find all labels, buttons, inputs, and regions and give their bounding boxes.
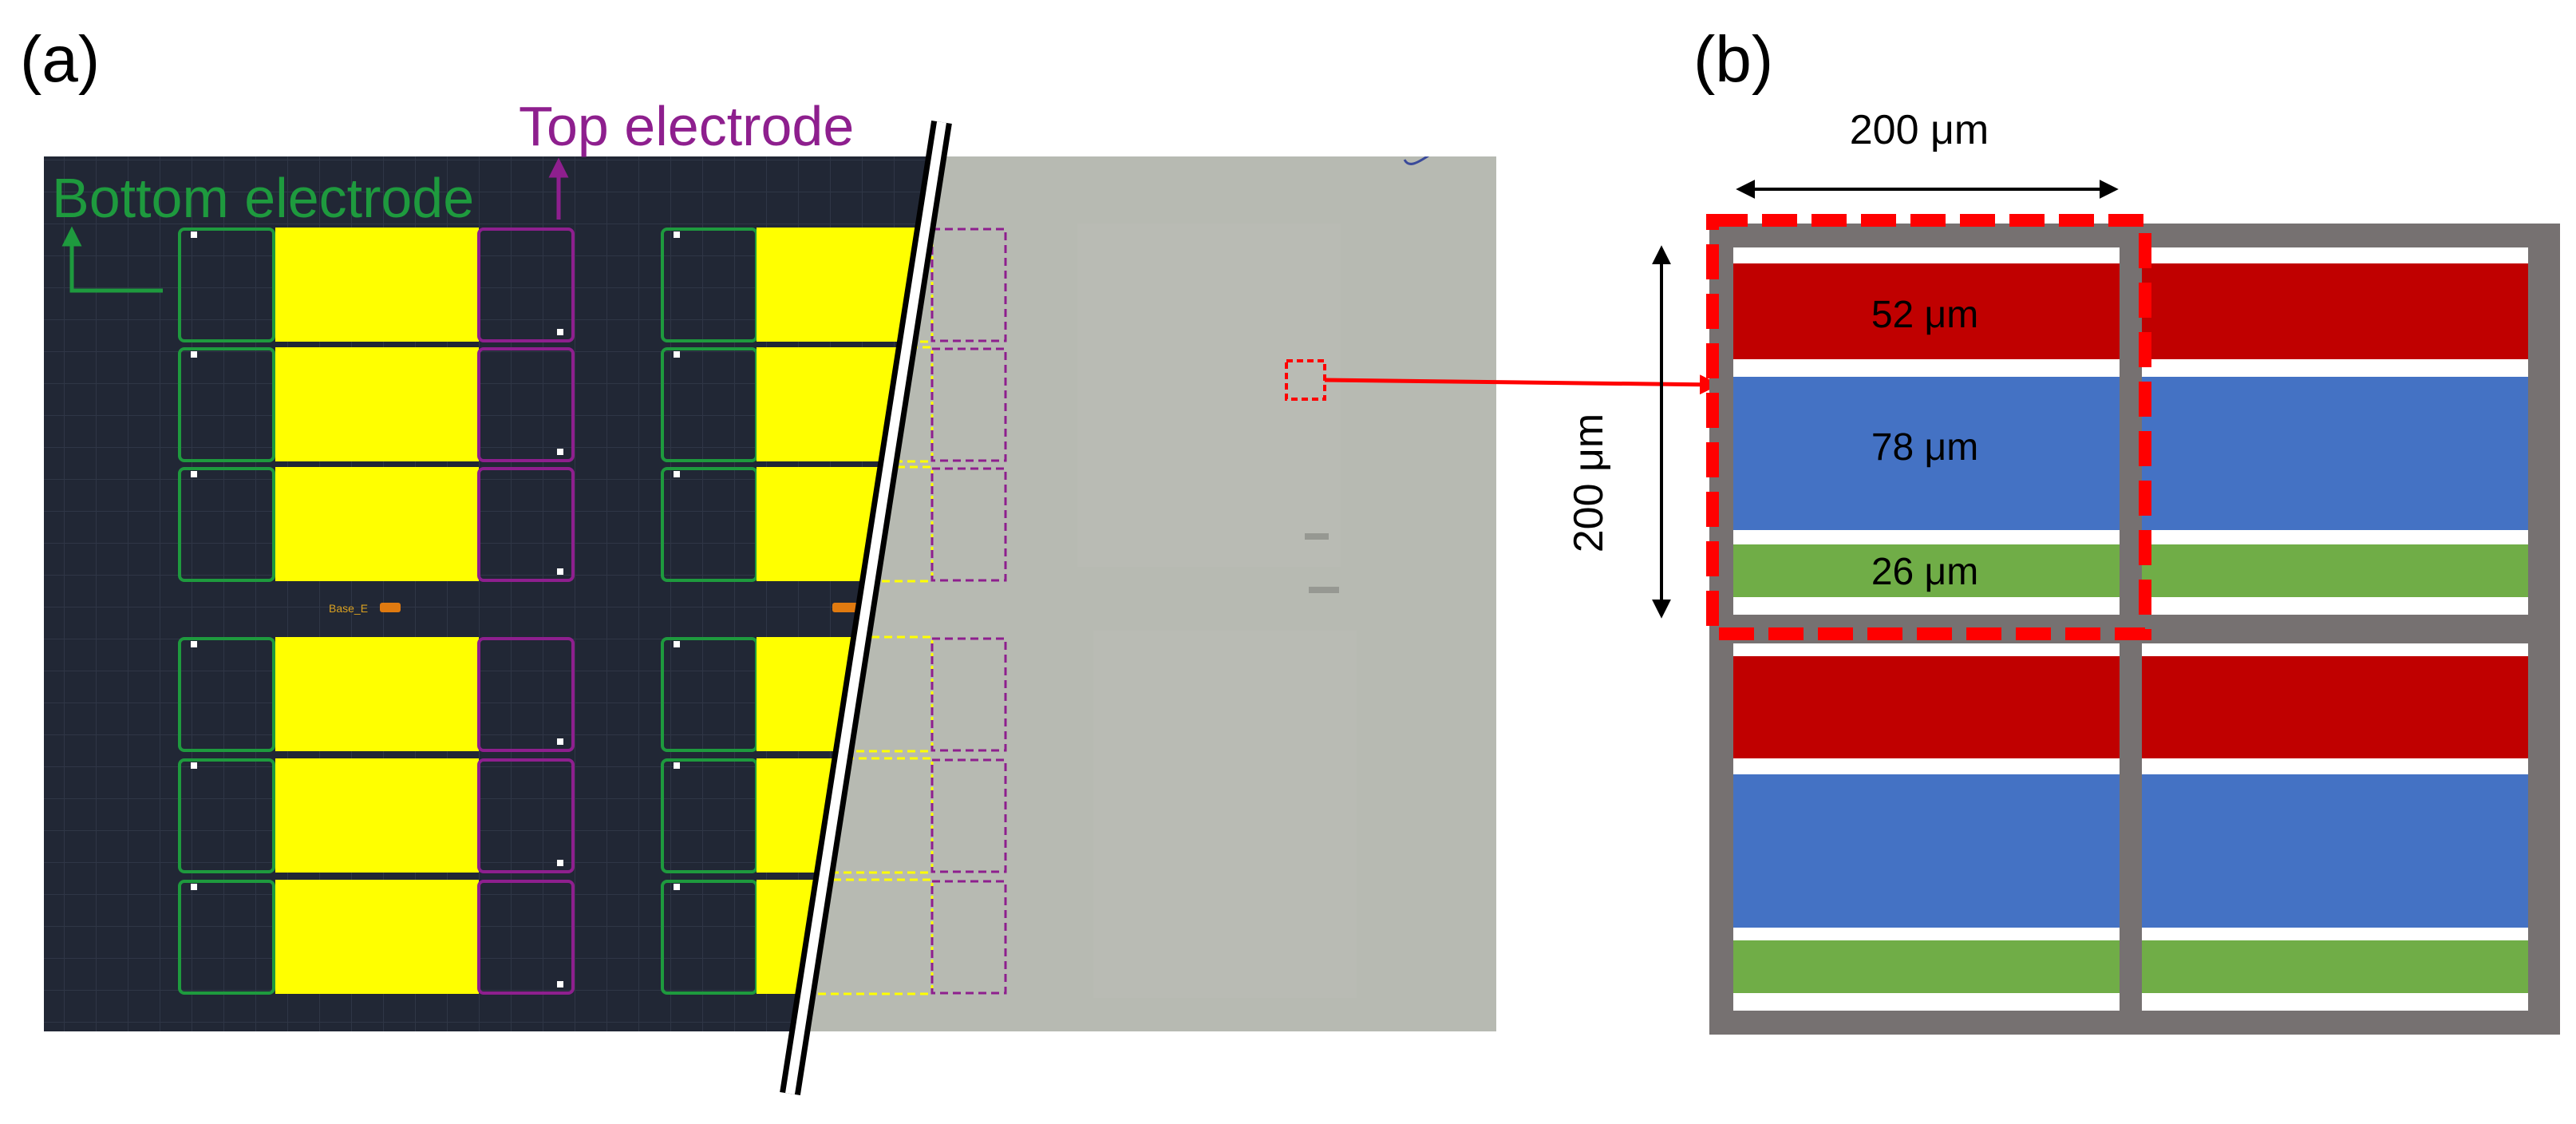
panel-b-label: (b) (1693, 23, 1773, 96)
stripe-blue (2142, 377, 2528, 530)
stripe-label-green: 26 μm (1871, 551, 1978, 593)
layout-view: Base_E (44, 156, 938, 1031)
stripe-green (1733, 544, 2120, 597)
width-dimension-label: 200 μm (1850, 107, 1989, 153)
device (178, 467, 575, 582)
zoom-arrow (1324, 374, 1720, 395)
pixel-cell (2142, 247, 2528, 615)
photo-view (810, 156, 1496, 1031)
top-electrode-label: Top electrode (519, 95, 854, 157)
height-dimension-label: 200 μm (1566, 414, 1612, 552)
pixel-cell (1733, 247, 2120, 615)
device (178, 347, 575, 462)
stripe-label-red: 52 μm (1871, 294, 1978, 336)
stripe-red (2142, 263, 2528, 359)
bottom-electrode-label: Bottom electrode (52, 167, 474, 229)
pixel-cell (1733, 643, 2120, 1011)
device (178, 758, 575, 873)
stripe-blue (1733, 774, 2120, 928)
device-column-1 (178, 228, 575, 995)
bottom-electrode-arrow (61, 226, 163, 293)
stripe-label-blue: 78 μm (1871, 426, 1978, 469)
stripe-red (1733, 656, 2120, 758)
dashed-top-electrodes (930, 228, 1007, 995)
stripe-green (2142, 544, 2528, 597)
chip-label-text: Base_E (329, 602, 368, 615)
stripe-red (1733, 263, 2120, 359)
device (178, 228, 575, 342)
stripe-green (1733, 940, 2120, 993)
pixel-cell (2142, 643, 2528, 1011)
panel-a-label: (a) (20, 23, 100, 96)
stripe-green (2142, 940, 2528, 993)
break-line (780, 120, 952, 1096)
device (178, 637, 575, 752)
stripe-blue (2142, 774, 2528, 928)
stripe-blue (1733, 377, 2120, 530)
stripe-red (2142, 656, 2528, 758)
pixel-highlight-box (1706, 214, 2151, 640)
device (178, 880, 575, 995)
